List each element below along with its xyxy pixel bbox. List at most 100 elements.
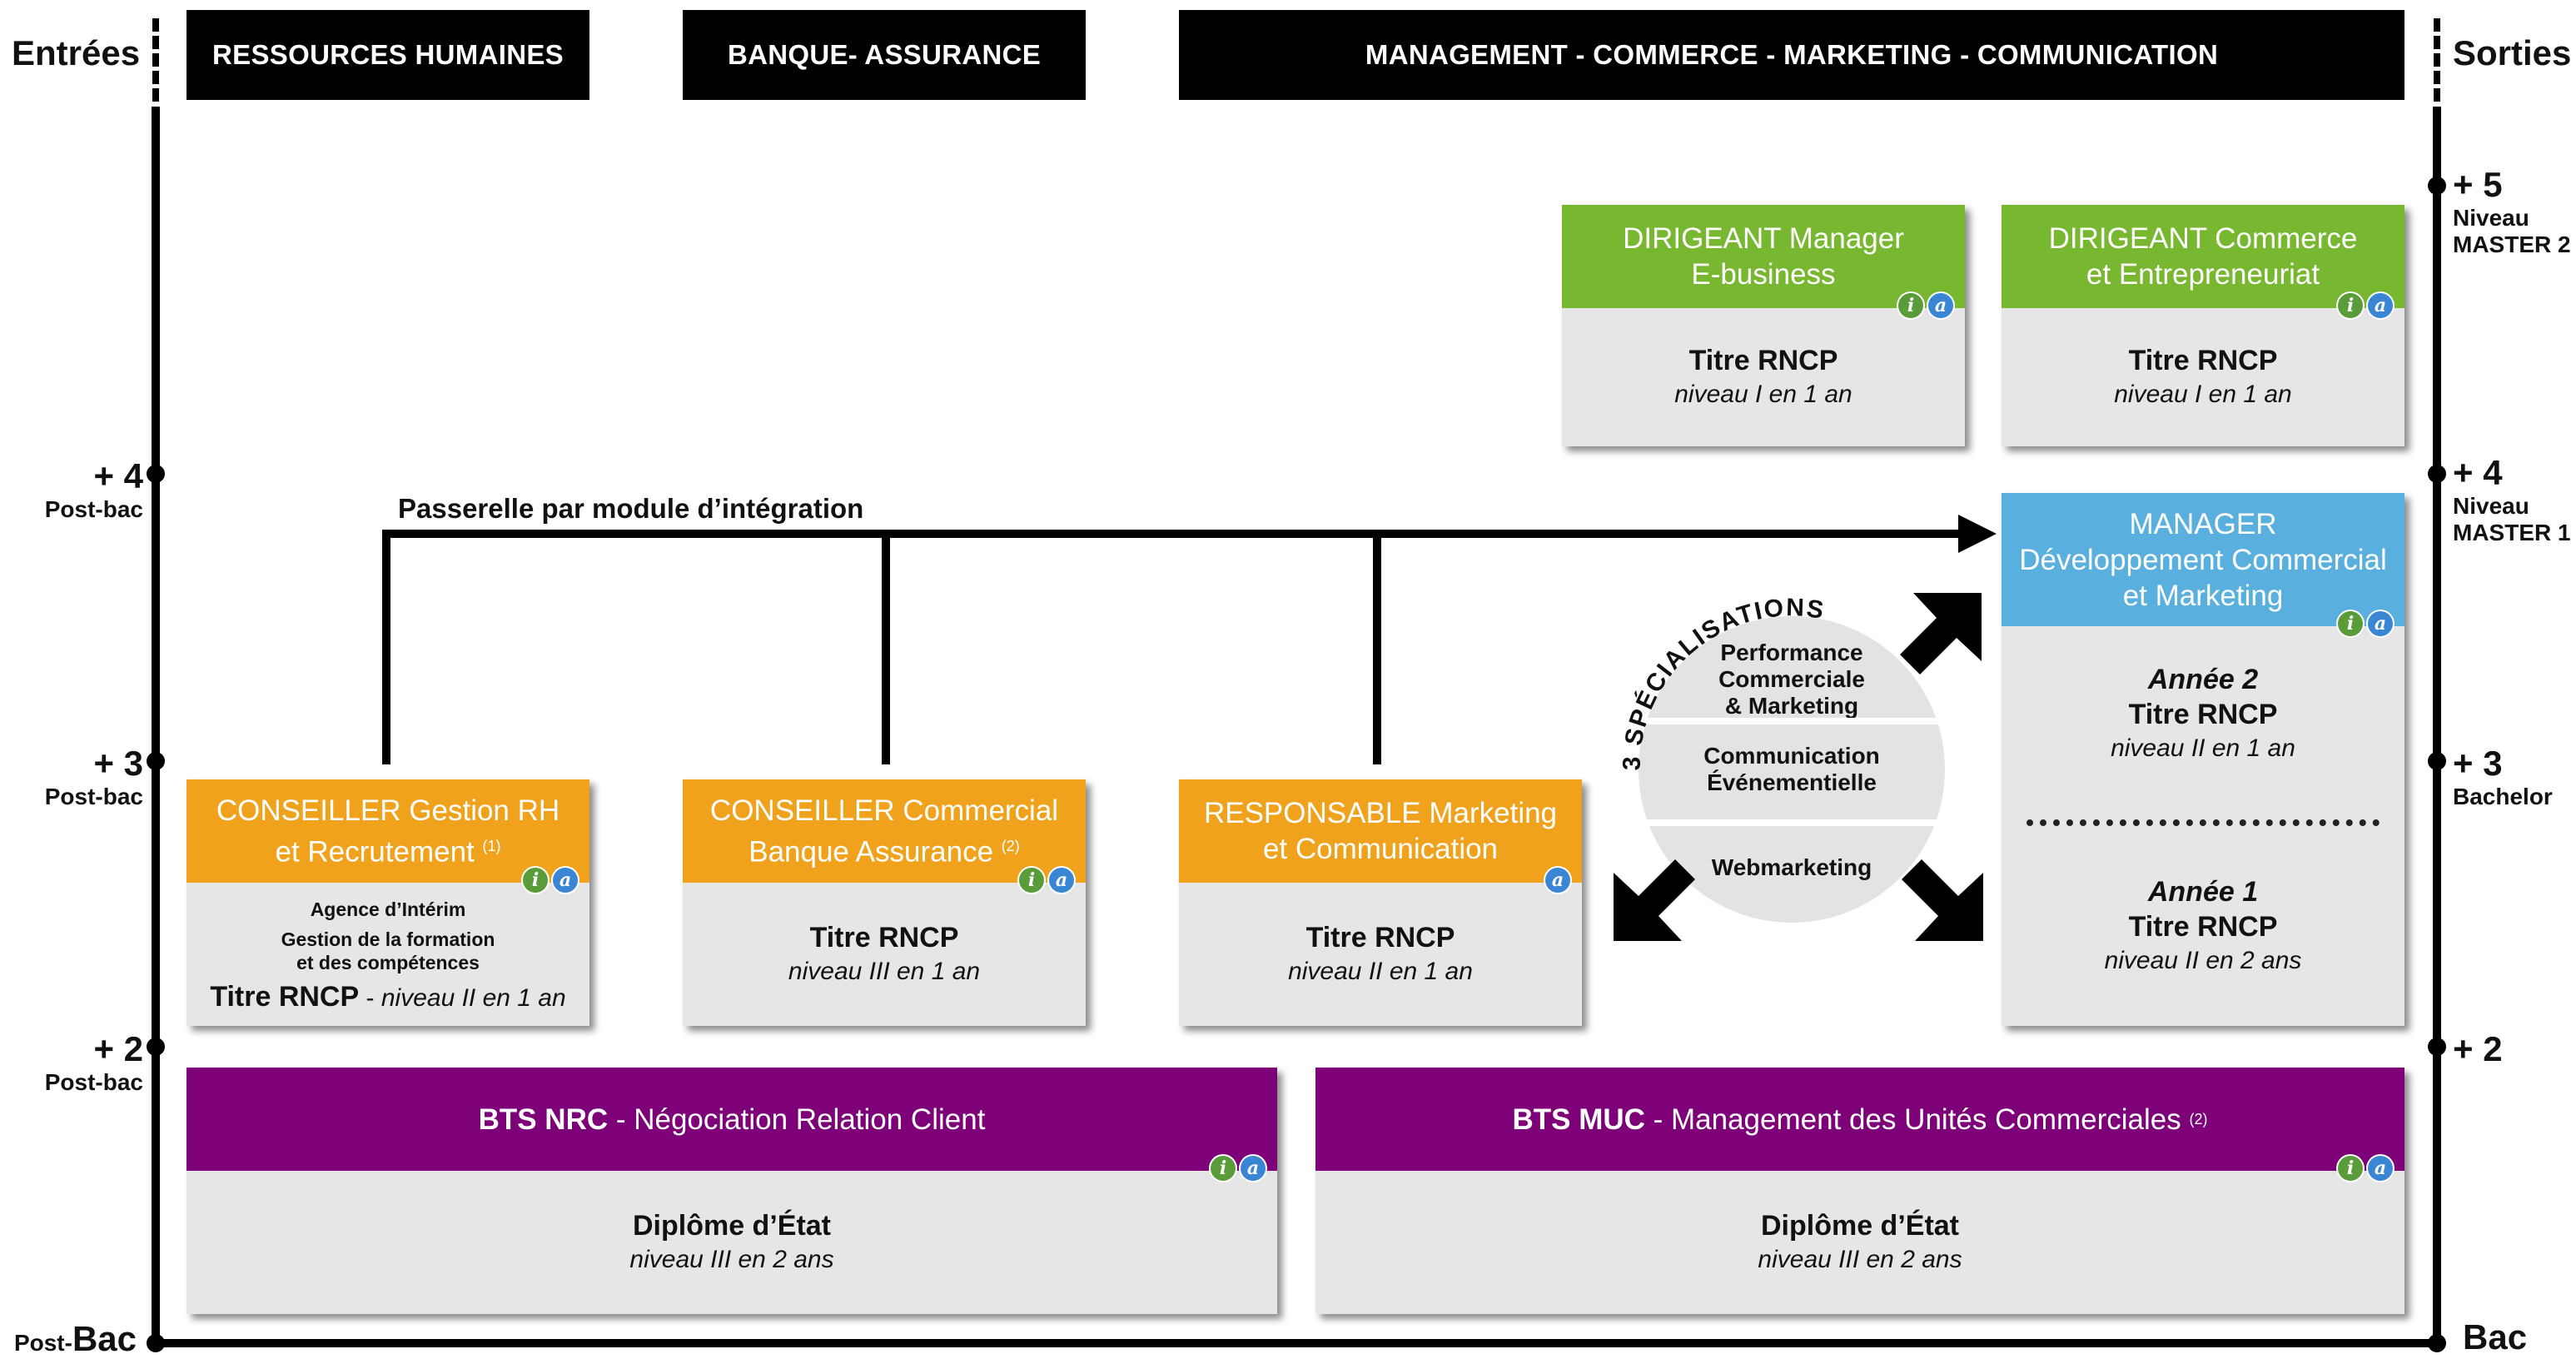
card-manager-header: MANAGER Développement Commercial et Mark… xyxy=(2002,493,2404,626)
spec-2-line1: Communication xyxy=(1703,743,1880,769)
badges: i a xyxy=(1898,293,1953,318)
badges: a xyxy=(1545,868,1570,893)
passerelle-label: Passerelle par module d’intégration xyxy=(398,493,864,524)
card-body: Titre RNCP niveau I en 1 an xyxy=(1562,308,1965,446)
bts-code: BTS NRC xyxy=(478,1103,609,1136)
card-title-line1: RESPONSABLE Marketing xyxy=(1203,797,1558,829)
card-conseiller-banque-header: CONSEILLER Commercial Banque Assurance (… xyxy=(683,779,1086,883)
card-body: Agence d’Intérim Gestion de la formation… xyxy=(186,886,589,1026)
card-body: Titre RNCP niveau III en 1 an xyxy=(683,883,1086,1026)
left-level-4-label: Post-bac xyxy=(44,496,143,522)
bts-code: BTS MUC xyxy=(1512,1103,1645,1136)
card-titre-row: Titre RNCP - niveau II en 1 an xyxy=(210,979,565,1015)
card-niveau: niveau I en 1 an xyxy=(1674,381,1852,408)
initial-badge-icon: i xyxy=(1898,293,1923,318)
spec-1-line2: Commerciale xyxy=(1718,666,1865,692)
card-title-text: Banque Assurance xyxy=(748,835,994,869)
entrees-title: Entrées xyxy=(12,33,141,72)
left-level-2: + 2 Post-bac xyxy=(0,1029,143,1096)
right-level-3-label1: Bachelor xyxy=(2453,784,2553,809)
card-sep: - xyxy=(359,983,381,1012)
right-dot-2 xyxy=(2428,1038,2446,1056)
card-niveau: niveau III en 2 ans xyxy=(629,1246,834,1273)
right-level-4: + 4 Niveau MASTER 1 xyxy=(2453,453,2571,546)
card-body: Diplôme d’État niveau III en 2 ans xyxy=(186,1171,1277,1314)
manager-annee2: Année 2 Titre RNCP niveau II en 1 an xyxy=(2002,626,2404,801)
footnote-ref: (1) xyxy=(482,837,501,854)
alternance-badge-icon: a xyxy=(1545,868,1570,893)
card-title-line1: DIRIGEANT Commerce xyxy=(2048,222,2358,255)
left-level-4: + 4 Post-bac xyxy=(0,456,143,523)
annee2-titre: Titre RNCP xyxy=(2128,699,2278,730)
arrow-down-right-icon xyxy=(1902,859,1983,941)
badges: i a xyxy=(2338,611,2393,636)
card-titre: Diplôme d’État xyxy=(1760,1210,1960,1242)
alternance-badge-icon: a xyxy=(2368,1156,2393,1181)
left-level-3-value: + 3 xyxy=(93,744,143,783)
card-title-line3: et Marketing xyxy=(2122,579,2284,612)
passerelle-drop-banque xyxy=(882,530,890,764)
card-titre: Titre RNCP xyxy=(210,980,360,1013)
right-level-4-label1: Niveau xyxy=(2453,493,2529,519)
footnote-ref: (2) xyxy=(1001,837,1020,854)
passerelle-arrowhead xyxy=(1958,515,1997,553)
alternance-badge-icon: a xyxy=(2368,293,2393,318)
initial-badge-icon: i xyxy=(1211,1156,1236,1181)
badges: i a xyxy=(1211,1156,1266,1181)
bts-name: - Management des Unités Commerciales xyxy=(1644,1103,2181,1136)
annee2-niveau: niveau II en 1 an xyxy=(2111,734,2295,762)
dotted-separator xyxy=(2026,819,2380,826)
svg-text:3 SPÉCIALISATIONS :: 3 SPÉCIALISATIONS : xyxy=(1607,583,1827,771)
right-dot-3 xyxy=(2428,752,2446,770)
alternance-badge-icon: a xyxy=(1928,293,1953,318)
header-rh: RESSOURCES HUMAINES xyxy=(186,10,589,100)
passerelle-line xyxy=(382,530,1967,538)
card-niveau: niveau III en 2 ans xyxy=(1758,1246,1962,1273)
card-title-line2: Développement Commercial xyxy=(2019,543,2387,576)
initial-badge-icon: i xyxy=(1019,868,1044,893)
passerelle-drop-marketing xyxy=(1373,530,1381,764)
card-niveau: niveau II en 1 an xyxy=(1288,958,1473,985)
right-axis-dashed-top xyxy=(2434,18,2447,102)
card-body: Titre RNCP niveau II en 1 an xyxy=(1179,883,1582,1026)
card-line1: Agence d’Intérim xyxy=(310,898,466,920)
spec-item-3: Webmarketing xyxy=(1639,854,1945,881)
right-dot-bac xyxy=(2428,1334,2446,1352)
card-dirigeant-commerce-header: DIRIGEANT Commerce et Entrepreneuriat xyxy=(2002,205,2404,308)
card-line2: Gestion de la formation xyxy=(281,928,495,950)
card-line3: et des compétences xyxy=(296,951,480,973)
card-title-line2: E-business xyxy=(1691,258,1836,291)
card-title-line1: CONSEILLER Gestion RH xyxy=(216,794,560,827)
left-dot-bac xyxy=(147,1334,165,1352)
card-responsable-marketing-header: RESPONSABLE Marketing et Communication xyxy=(1179,779,1582,883)
bts-name: - Négociation Relation Client xyxy=(608,1103,986,1136)
left-axis-line xyxy=(152,107,160,1347)
alternance-badge-icon: a xyxy=(1241,1156,1266,1181)
card-title-line1: CONSEILLER Commercial xyxy=(709,794,1059,827)
sorties-title: Sorties xyxy=(2453,33,2572,72)
card-body: Diplôme d’État niveau III en 2 ans xyxy=(1315,1171,2404,1314)
bottom-axis-line xyxy=(152,1339,2441,1347)
right-level-bac: Bac xyxy=(2463,1317,2527,1357)
passerelle-drop-rh xyxy=(382,530,390,764)
right-axis-line xyxy=(2433,107,2441,1347)
annee2-label: Année 2 xyxy=(2147,664,2259,695)
card-title-line2: et Recrutement (1) xyxy=(275,829,500,870)
card-bts-muc-header: BTS MUC - Management des Unités Commerci… xyxy=(1315,1068,2404,1171)
right-level-5: + 5 Niveau MASTER 2 xyxy=(2453,165,2571,258)
card-conseiller-banque: CONSEILLER Commercial Banque Assurance (… xyxy=(683,779,1086,1026)
right-level-bac-value: Bac xyxy=(2463,1317,2528,1357)
spec-item-1: Performance Commerciale & Marketing xyxy=(1639,630,1945,719)
arrow-up-right-icon xyxy=(1900,593,1982,675)
left-level-3-label: Post-bac xyxy=(44,784,143,809)
card-manager: MANAGER Développement Commercial et Mark… xyxy=(2002,493,2404,1026)
card-title-line2: et Entrepreneuriat xyxy=(2086,258,2320,291)
card-bts-nrc: BTS NRC - Négociation Relation Client i … xyxy=(186,1068,1277,1314)
badges: i a xyxy=(1019,868,1074,893)
spec-2-line2: Événementielle xyxy=(1707,769,1877,795)
card-conseiller-rh-header: CONSEILLER Gestion RH et Recrutement (1) xyxy=(186,779,589,883)
footnote-ref: (2) xyxy=(2189,1110,2208,1128)
specialisations-title-text: 3 SPÉCIALISATIONS : xyxy=(1607,583,1825,771)
card-niveau: niveau I en 1 an xyxy=(2114,381,2292,408)
annee1-niveau: niveau II en 2 ans xyxy=(2104,947,2302,974)
